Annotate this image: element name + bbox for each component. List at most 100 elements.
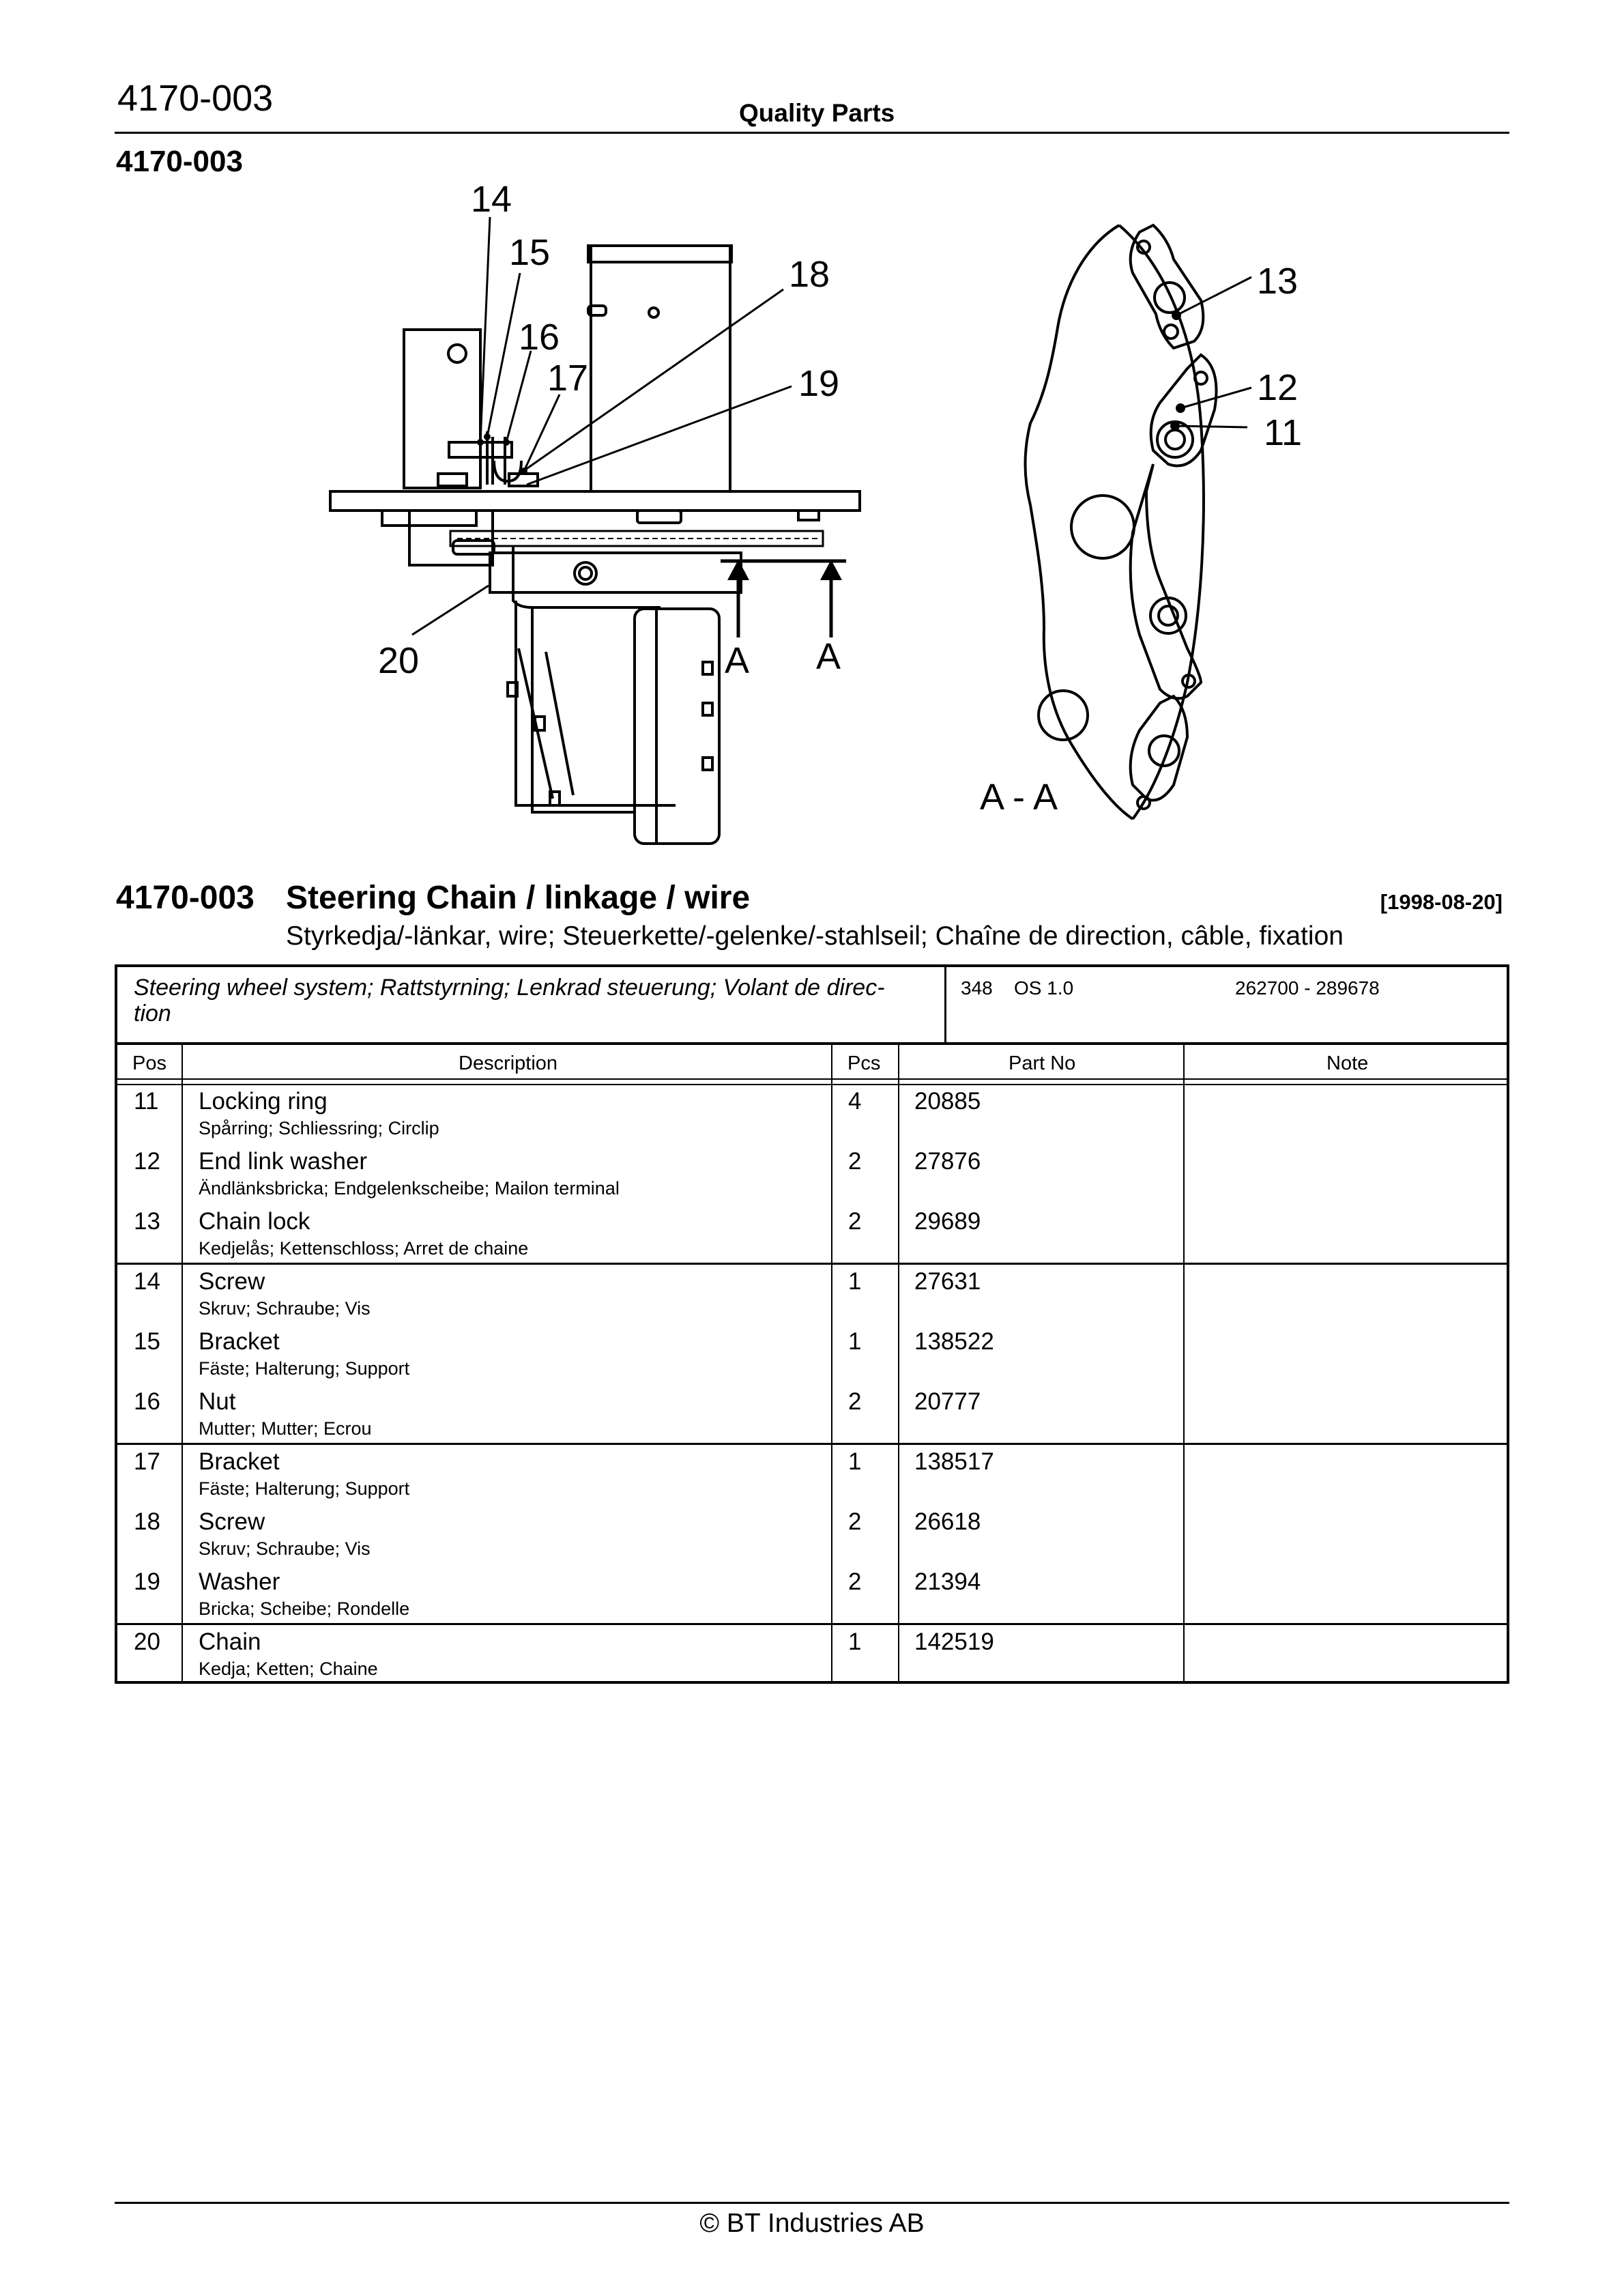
column-header-pos: Pos bbox=[132, 1052, 166, 1074]
row-pcs: 2 bbox=[848, 1148, 862, 1175]
col-rule-part bbox=[1183, 1044, 1185, 1682]
group-rule-2 bbox=[115, 1443, 1509, 1445]
row-pos: 18 bbox=[134, 1508, 160, 1535]
row-description: Washer bbox=[199, 1568, 280, 1595]
row-translations: Fäste; Halterung; Support bbox=[199, 1358, 410, 1379]
row-translations: Skruv; Schraube; Vis bbox=[199, 1538, 371, 1559]
row-pos: 16 bbox=[134, 1388, 160, 1415]
col-rule-desc bbox=[831, 1044, 832, 1682]
row-part-no: 27876 bbox=[914, 1148, 981, 1175]
row-pos: 14 bbox=[134, 1268, 160, 1295]
column-header-description: Description bbox=[459, 1052, 558, 1074]
title-date: [1998-08-20] bbox=[1380, 890, 1503, 914]
row-description: Locking ring bbox=[199, 1088, 328, 1115]
system-code: 348 bbox=[961, 977, 993, 999]
row-pcs: 2 bbox=[848, 1388, 862, 1415]
drive-wheel bbox=[633, 607, 721, 845]
row-pos: 12 bbox=[134, 1148, 160, 1175]
row-part-no: 138522 bbox=[914, 1328, 994, 1355]
row-description: Screw bbox=[199, 1268, 265, 1295]
callout-13: 13 bbox=[1257, 261, 1298, 302]
page-title: Steering Chain / linkage / wire bbox=[286, 880, 751, 916]
callout-16: 16 bbox=[519, 317, 560, 358]
row-part-no: 26618 bbox=[914, 1508, 981, 1535]
system-row-rule bbox=[115, 1042, 1509, 1045]
column-header-note: Note bbox=[1326, 1052, 1369, 1074]
row-description: Nut bbox=[199, 1388, 236, 1415]
row-translations: Bricka; Scheibe; Rondelle bbox=[199, 1598, 410, 1619]
row-part-no: 27631 bbox=[914, 1268, 981, 1295]
section-view-a-a bbox=[1024, 223, 1218, 820]
parts-table bbox=[115, 964, 1509, 1684]
header-label: Quality Parts bbox=[739, 99, 895, 127]
row-translations: Spårring; Schliessring; Circlip bbox=[199, 1118, 439, 1138]
callout-20: 20 bbox=[378, 640, 419, 681]
row-part-no: 29689 bbox=[914, 1208, 981, 1235]
row-pcs: 1 bbox=[848, 1448, 862, 1475]
exploded-parts-drawing: 14 15 16 17 18 19 20 A A 13 12 11 A - A bbox=[329, 179, 1302, 845]
callout-15: 15 bbox=[509, 232, 550, 273]
header-row-rule-2 bbox=[115, 1084, 1509, 1085]
chain-strip bbox=[449, 530, 824, 547]
callout-18: 18 bbox=[789, 254, 830, 295]
document-number: 4170-003 bbox=[117, 78, 274, 119]
row-part-no: 20885 bbox=[914, 1088, 981, 1115]
row-translations: Skruv; Schraube; Vis bbox=[199, 1298, 371, 1319]
row-pos: 13 bbox=[134, 1208, 160, 1235]
col-rule-pcs bbox=[898, 1044, 899, 1682]
callout-17: 17 bbox=[547, 358, 588, 399]
row-translations: Ändlänksbricka; Endgelenkscheibe; Mailon… bbox=[199, 1178, 620, 1199]
row-pcs: 1 bbox=[848, 1628, 862, 1655]
row-part-no: 142519 bbox=[914, 1628, 994, 1655]
row-description: Bracket bbox=[199, 1328, 280, 1355]
row-part-no: 20777 bbox=[914, 1388, 981, 1415]
title-number: 4170-003 bbox=[116, 880, 255, 916]
row-part-no: 138517 bbox=[914, 1448, 994, 1475]
callout-14: 14 bbox=[471, 179, 512, 220]
callout-11: 11 bbox=[1264, 412, 1302, 453]
row-translations: Mutter; Mutter; Ecrou bbox=[199, 1418, 372, 1439]
row-pcs: 1 bbox=[848, 1268, 862, 1295]
row-pos: 19 bbox=[134, 1568, 160, 1595]
column-header-part-no: Part No bbox=[1009, 1052, 1076, 1074]
row-description: Screw bbox=[199, 1508, 265, 1535]
row-description: Bracket bbox=[199, 1448, 280, 1475]
row-description: End link washer bbox=[199, 1148, 368, 1175]
system-divider bbox=[944, 964, 946, 1044]
base-plate bbox=[329, 490, 861, 512]
section-arrow-right bbox=[820, 560, 842, 580]
section-view-label: A - A bbox=[980, 777, 1058, 818]
row-pos: 15 bbox=[134, 1328, 160, 1355]
row-pcs: 2 bbox=[848, 1208, 862, 1235]
bracket-plate bbox=[403, 328, 482, 489]
callout-12: 12 bbox=[1257, 367, 1298, 408]
section-label-a-right: A bbox=[816, 636, 841, 677]
row-pos: 20 bbox=[134, 1628, 160, 1655]
housing-column bbox=[590, 244, 731, 493]
row-pcs: 2 bbox=[848, 1508, 862, 1535]
col-rule-pos bbox=[182, 1044, 183, 1682]
system-version: OS 1.0 bbox=[1014, 977, 1074, 999]
row-pos: 17 bbox=[134, 1448, 160, 1475]
section-arrow-left bbox=[727, 560, 749, 580]
section-number: 4170-003 bbox=[116, 145, 243, 178]
row-part-no: 21394 bbox=[914, 1568, 981, 1595]
title-translations: Styrkedja/-länkar, wire; Steuerkette/-ge… bbox=[286, 921, 1344, 951]
row-translations: Kedja; Ketten; Chaine bbox=[199, 1659, 378, 1679]
row-description: Chain bbox=[199, 1628, 261, 1655]
system-description: Steering wheel system; Rattstyrning; Len… bbox=[134, 975, 885, 1027]
header-rule bbox=[115, 132, 1509, 134]
header-row-rule-1 bbox=[115, 1078, 1509, 1080]
footer-rule bbox=[115, 2202, 1509, 2204]
row-pcs: 4 bbox=[848, 1088, 862, 1115]
section-label-a-left: A bbox=[725, 640, 749, 681]
column-header-pcs: Pcs bbox=[847, 1052, 881, 1074]
row-description: Chain lock bbox=[199, 1208, 310, 1235]
group-rule-3 bbox=[115, 1623, 1509, 1625]
row-translations: Fäste; Halterung; Support bbox=[199, 1478, 410, 1499]
row-pos: 11 bbox=[134, 1088, 159, 1115]
callout-19: 19 bbox=[798, 363, 839, 404]
serial-range: 262700 - 289678 bbox=[1235, 977, 1380, 999]
copyright-footer: © BT Industries AB bbox=[699, 2209, 925, 2238]
group-rule-1 bbox=[115, 1263, 1509, 1265]
